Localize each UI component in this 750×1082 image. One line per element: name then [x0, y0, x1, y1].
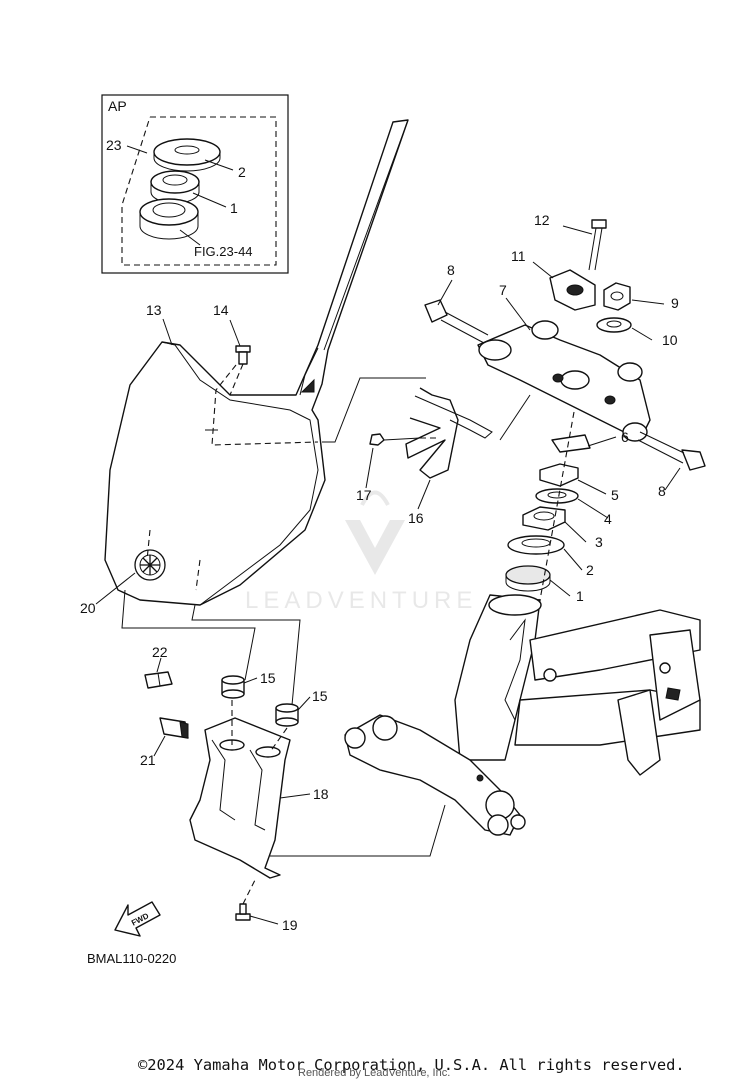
callout-2: 2 — [586, 562, 594, 578]
callout-15-left: 15 — [260, 670, 276, 686]
diagram-code: BMAL110-0220 — [87, 951, 176, 966]
callout-3: 3 — [595, 534, 603, 550]
callout-2-ap: 2 — [238, 164, 246, 180]
callout-7: 7 — [499, 282, 507, 298]
number-plate — [104, 119, 409, 606]
bracket-18 — [189, 717, 291, 879]
callout-19: 19 — [282, 917, 298, 933]
callout-21: 21 — [140, 752, 156, 768]
callout-15-right: 15 — [312, 688, 328, 704]
bolt-19 — [235, 879, 256, 921]
grommet-15a — [221, 675, 245, 699]
callout-16: 16 — [408, 510, 424, 526]
fig-ref: FIG.23-44 — [194, 244, 253, 259]
bracket-16 — [322, 377, 531, 479]
damper-21 — [159, 717, 189, 739]
callout-1: 1 — [576, 588, 584, 604]
callout-leaders — [95, 225, 681, 925]
callout-4: 4 — [604, 511, 612, 527]
bolt-14 — [229, 345, 251, 396]
damper-22 — [144, 671, 173, 689]
callout-8-top: 8 — [447, 262, 455, 278]
upper-bracket — [424, 219, 706, 471]
watermark-text: LEADVENTURE — [245, 587, 477, 614]
ap-label: AP — [108, 98, 127, 114]
grommet-15b — [275, 703, 299, 727]
callout-11: 11 — [511, 248, 526, 264]
callout-17: 17 — [356, 487, 372, 503]
callout-18: 18 — [313, 786, 329, 802]
callout-5: 5 — [611, 487, 619, 503]
callout-12: 12 — [534, 212, 550, 228]
callout-22: 22 — [152, 644, 168, 660]
callout-8-bottom: 8 — [658, 483, 666, 499]
watermark: LEADVENTURE — [245, 490, 477, 614]
callout-20: 20 — [80, 600, 96, 616]
callout-14: 14 — [213, 302, 229, 318]
fwd-arrow: FWD — [114, 901, 161, 937]
callout-6: 6 — [621, 429, 629, 445]
callout-1-ap: 1 — [230, 200, 238, 216]
copyright-notice: ©2024 Yamaha Motor Corporation, U.S.A. A… — [138, 1056, 685, 1074]
callout-23: 23 — [106, 137, 122, 153]
nut-9 — [603, 282, 631, 311]
callout-9: 9 — [671, 295, 679, 311]
callouts: 1 2 23 12 11 8 7 9 10 13 14 6 8 5 4 3 2 … — [80, 137, 679, 933]
reference-lines — [121, 589, 446, 857]
frame — [344, 594, 701, 836]
steering-stack — [505, 411, 591, 601]
washer-10 — [596, 317, 632, 333]
ap-inset: AP FIG.23-44 — [101, 94, 289, 274]
rendered-by-credit: Rendered by LeadVenture, Inc. — [298, 1067, 451, 1079]
callout-10: 10 — [662, 332, 678, 348]
callout-13: 13 — [146, 302, 162, 318]
